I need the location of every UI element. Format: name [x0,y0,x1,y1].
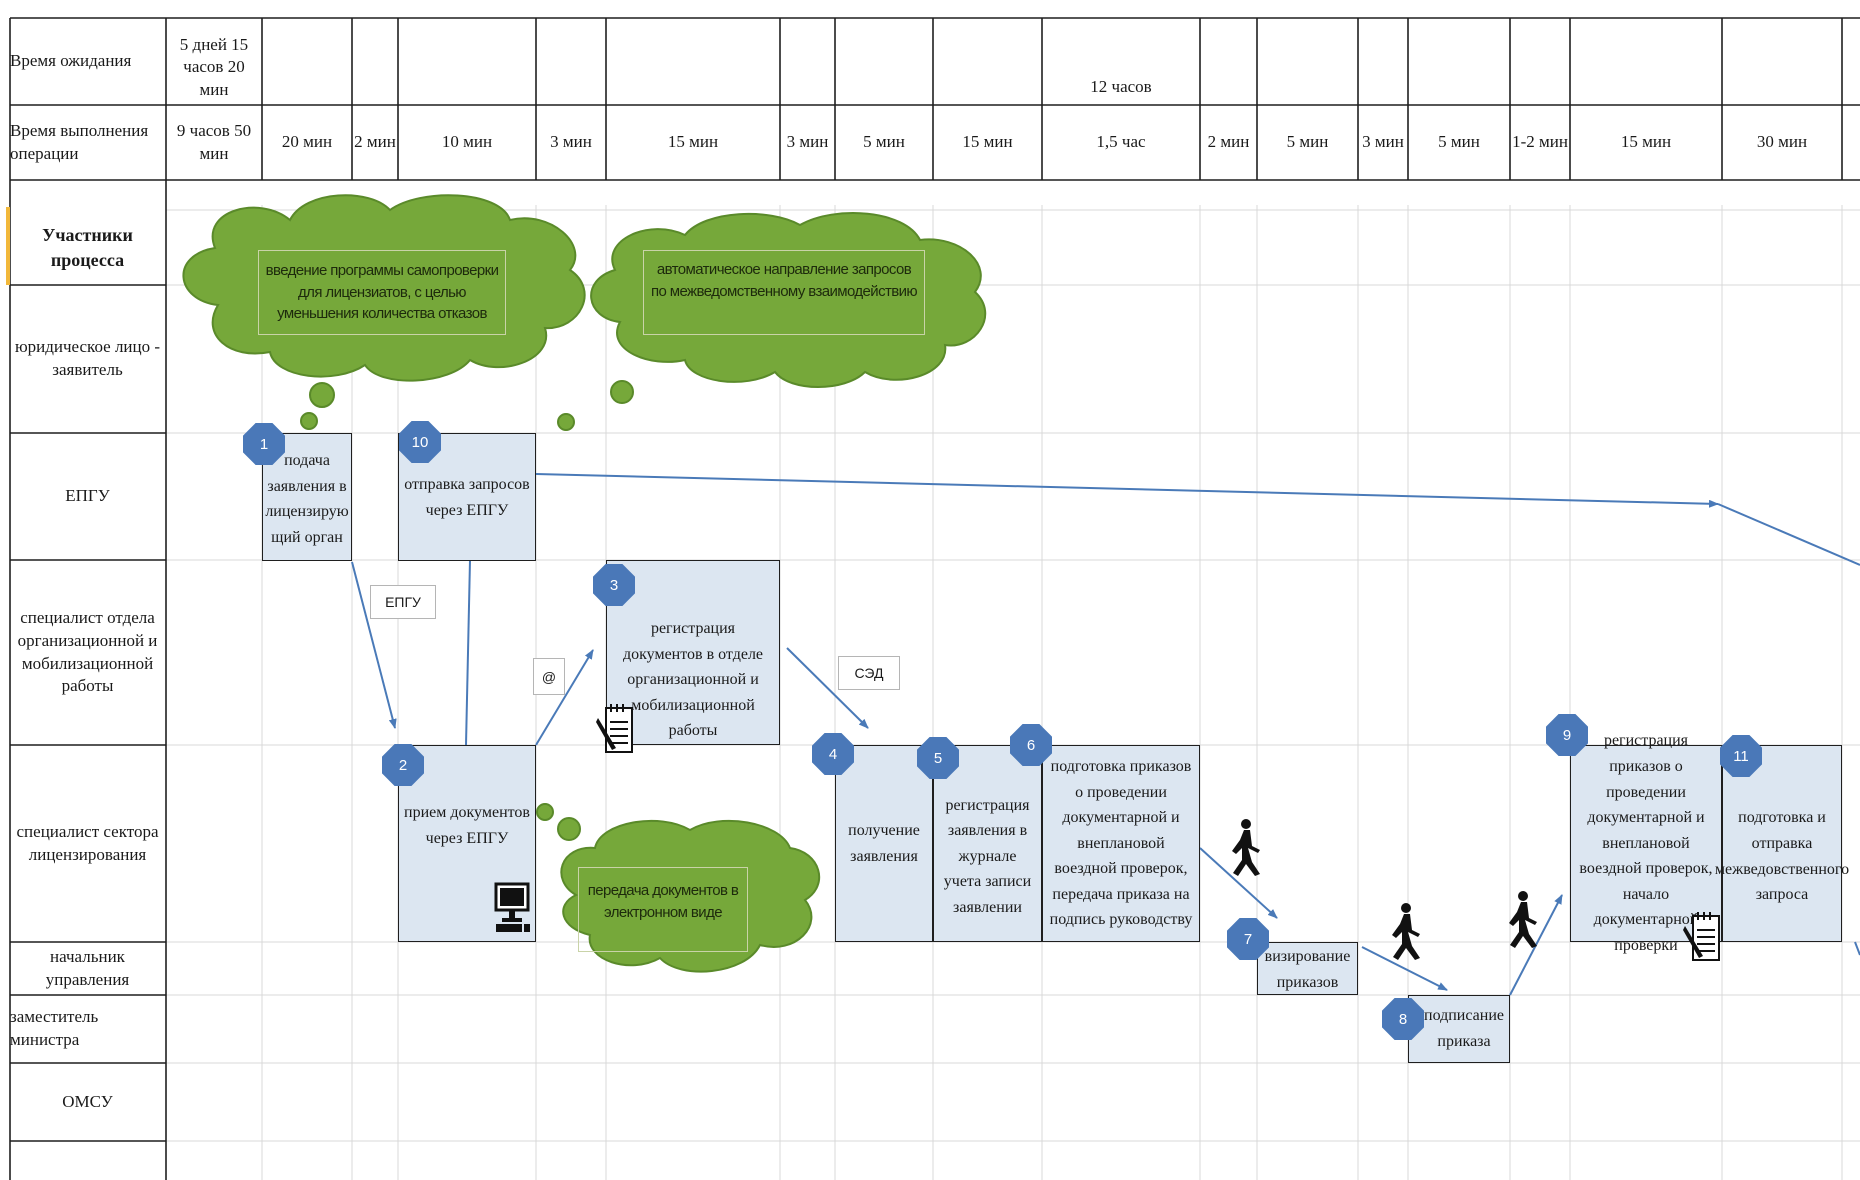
computer-icon [494,882,530,932]
tag-sed: СЭД [838,656,900,690]
step-3-box[interactable]: регистрация документов в отделе организа… [606,560,780,745]
walking-person-icon [1232,819,1260,876]
lane-head: начальник управления [45,946,130,989]
step-1-badge: 1 [243,423,285,465]
tag-epgu: ЕПГУ [370,585,436,619]
step-8-badge: 8 [1382,998,1424,1040]
wait-time-label: Время ожидания [10,51,132,71]
exec-time-cell: 3 мин [1362,132,1404,152]
exec-time-cell: 15 мин [962,132,1013,152]
exec-total-value: 9 часов 50 мин [176,121,252,163]
lane-participants: Участники процесса [42,225,133,270]
notepad-icon [596,704,633,753]
flow-arrows [351,473,1860,996]
exec-time-cell: 15 мин [667,132,719,152]
cloud-auto-requests-text: автоматическое направление запросов по м… [643,250,925,335]
cloud-self-check-text: введение программы самопроверки для лице… [258,250,506,335]
step-10-badge: 10 [399,421,441,463]
step-6-box[interactable]: подготовка приказов о проведении докумен… [1042,745,1200,942]
step-11-box[interactable]: подготовка и отправка межведовственного … [1715,745,1849,942]
step-6-badge: 6 [1010,724,1052,766]
exec-time-label: Время выполнения операции [10,120,149,163]
step-2-badge: 2 [382,744,424,786]
grid-header [10,17,1860,181]
lane-licensing: специалист сектора лицензирования [16,821,159,864]
exec-time-cell: 3 мин [550,132,592,152]
step-7-badge: 7 [1227,918,1269,960]
exec-time-cell: 5 мин [1286,132,1329,152]
lane-omsu: ОМСУ [62,1091,113,1111]
exec-time-cell: 5 мин [863,132,905,152]
wait-total-value: 5 дней 15 часов 20 мин [179,35,249,99]
step-5-box[interactable]: регистрация заявления в журнале учета за… [933,745,1042,942]
row-highlight [6,207,10,285]
lane-applicant: юридическое лицо - заявитель [14,337,161,379]
lane-org-dept: специалист отдела организационной и моби… [17,607,158,696]
step-5-badge: 5 [917,737,959,779]
exec-time-cell: 2 мин [354,132,396,152]
step-7-box[interactable]: визирование приказов [1257,942,1358,995]
exec-time-cell: 1-2 мин [1512,132,1568,152]
step-9-box[interactable]: регистрация приказов о проведении докуме… [1570,732,1722,954]
cloud-electronic-transfer-text: передача документов в электронном виде [578,867,748,952]
step-1-box[interactable]: подача заявления в лицензирую щий орган [262,433,352,561]
exec-time-cell: 15 мин [1620,132,1672,152]
lane-deputy: заместитель министра [10,1007,99,1049]
notepad-icon [1683,912,1720,961]
exec-time-cell: 5 мин [1438,132,1480,152]
exec-time-cell: 3 мин [786,132,829,152]
exec-time-cell: 2 мин [1207,132,1250,152]
step-4-badge: 4 [812,733,854,775]
lane-epgu: ЕПГУ [65,486,110,506]
step-3-badge: 3 [593,564,635,606]
tag-email: @ [533,658,565,695]
step-8-box[interactable]: подписание приказа [1408,995,1510,1063]
walking-person-icon [1509,891,1537,948]
exec-time-cell: 30 мин [1756,132,1808,152]
step-11-badge: 11 [1720,735,1762,777]
walking-person-icon [1392,903,1420,960]
step-9-badge: 9 [1546,714,1588,756]
step-4-box[interactable]: получение заявления [835,745,933,942]
exec-time-cell: 10 мин [441,132,493,152]
exec-time-cell: 20 мин [281,132,333,152]
exec-time-cell: 1,5 час [1096,132,1146,152]
wait-mid-value: 12 часов [1090,76,1152,96]
